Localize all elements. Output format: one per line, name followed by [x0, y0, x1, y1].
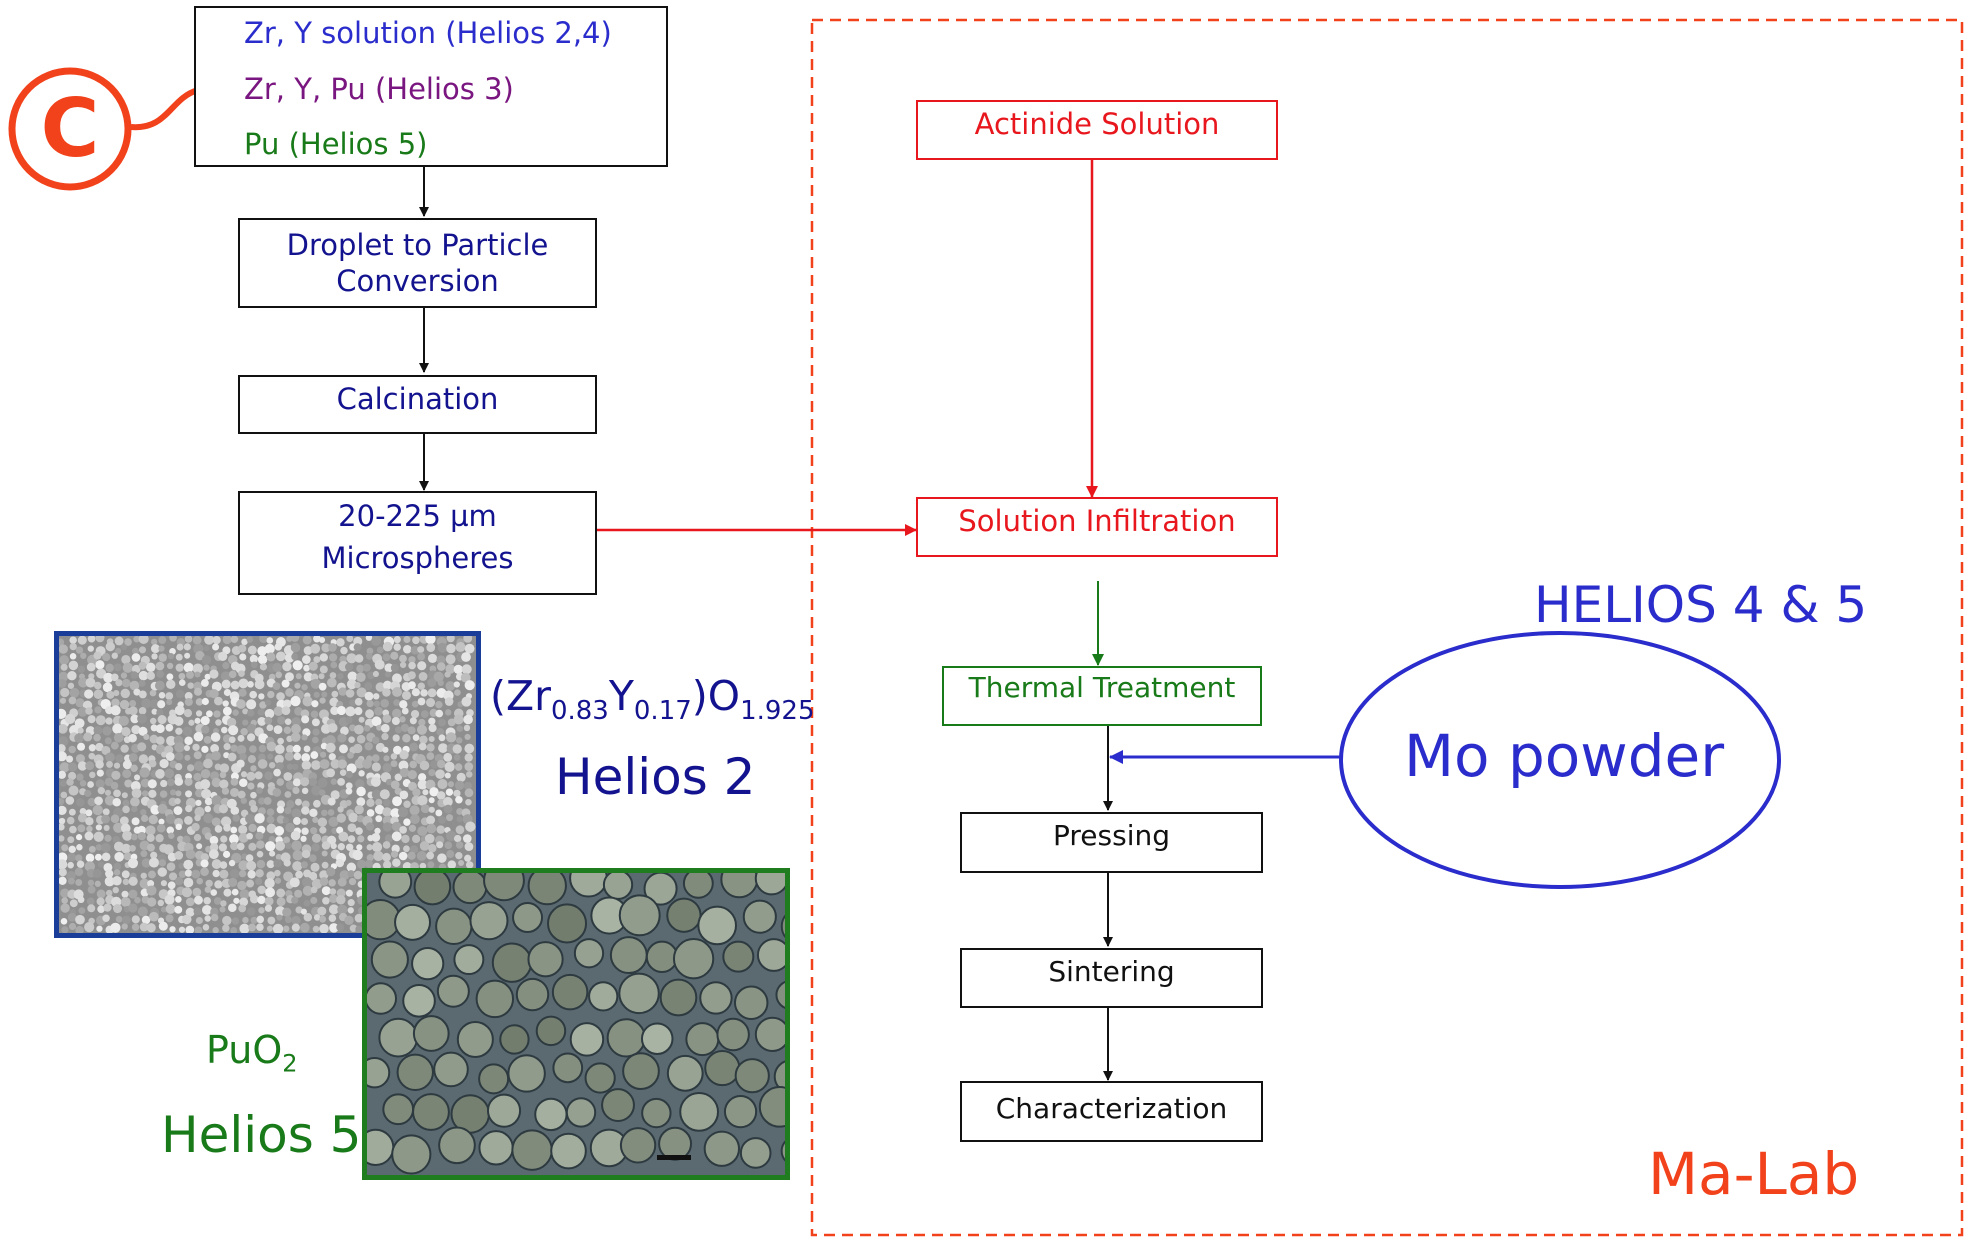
formula-o-sub: 1.925	[740, 696, 815, 727]
solution-infiltration-label: Solution Infiltration	[958, 504, 1236, 538]
helios-4-5-title: HELIOS 4 & 5	[1534, 576, 1868, 634]
actinide-solution-box: Actinide Solution	[916, 100, 1278, 160]
optical-texture	[367, 873, 785, 1175]
formula-helios2: (Zr0.83Y0.17)O1.925	[490, 672, 815, 726]
thermal-treatment-label: Thermal Treatment	[968, 671, 1236, 704]
sem-microspheres-image	[54, 631, 481, 938]
solution-infiltration-box: Solution Infiltration	[916, 497, 1278, 557]
droplet-conversion-box: Droplet to Particle Conversion	[238, 218, 597, 308]
source-solutions-box: Zr, Y solution (Helios 2,4) Zr, Y, Pu (H…	[194, 6, 668, 167]
actinide-solution-label: Actinide Solution	[974, 107, 1220, 141]
mo-powder-label: Mo powder	[1404, 722, 1725, 790]
badge-letter: C	[40, 82, 100, 175]
puo2-base: PuO	[206, 1028, 283, 1072]
microspheres-box: 20-225 µm Microspheres	[238, 491, 597, 595]
badge-circle	[8, 67, 132, 191]
formula-close-o: )O	[691, 672, 741, 720]
source-line-pu: Pu (Helios 5)	[244, 127, 428, 161]
sem-texture	[59, 636, 476, 933]
mo-powder-ellipse	[1339, 631, 1781, 889]
calcination-label: Calcination	[336, 382, 499, 416]
microspheres-size: 20-225 µm	[338, 499, 497, 533]
formula-open: (Zr	[490, 672, 551, 720]
pressing-label: Pressing	[1053, 819, 1170, 852]
formula-y-sub: 0.17	[633, 696, 692, 727]
characterization-label: Characterization	[995, 1092, 1228, 1125]
sintering-box: Sintering	[960, 948, 1263, 1008]
calcination-box: Calcination	[238, 375, 597, 434]
droplet-line1: Droplet to Particle	[286, 227, 549, 262]
ma-lab-region	[810, 18, 1964, 1237]
characterization-box: Characterization	[960, 1081, 1263, 1142]
microspheres-label: Microspheres	[321, 541, 514, 576]
thermal-treatment-box: Thermal Treatment	[942, 666, 1262, 726]
droplet-line2: Conversion	[336, 264, 499, 298]
formula-zr-sub: 0.83	[550, 696, 609, 727]
helios-5-label: Helios 5	[161, 1106, 362, 1164]
puo2-formula: PuO2	[206, 1028, 298, 1078]
formula-y: Y	[608, 672, 634, 720]
source-line-zr-y-pu: Zr, Y, Pu (Helios 3)	[244, 72, 514, 106]
helios-2-label: Helios 2	[555, 748, 756, 806]
puo2-sub: 2	[282, 1049, 298, 1078]
source-line-zr-y: Zr, Y solution (Helios 2,4)	[244, 16, 612, 50]
pressing-box: Pressing	[960, 812, 1263, 873]
optical-puo2-image	[362, 868, 790, 1180]
sintering-label: Sintering	[1048, 955, 1175, 988]
ma-lab-label: Ma-Lab	[1648, 1140, 1860, 1208]
